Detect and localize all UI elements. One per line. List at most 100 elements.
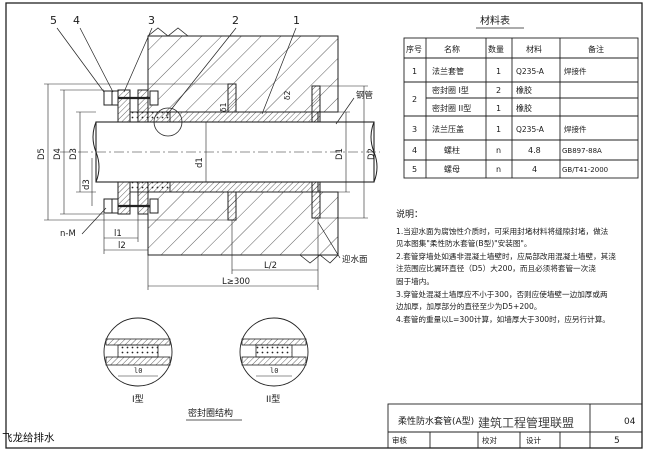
dim-label-delta1: δ1	[219, 102, 228, 112]
leader-5	[56, 27, 105, 93]
detail-type2-dim-label: l0	[270, 367, 278, 375]
td-mat-1: Q235-A	[516, 67, 545, 76]
watermark: 建筑工程管理联盟	[478, 415, 574, 430]
td-qty-2b: 1	[496, 104, 501, 113]
td-note-5: GB/T41-2000	[562, 166, 608, 174]
part-label-4: 4	[73, 14, 80, 27]
detail-circle-marker	[153, 107, 183, 137]
flange-right-top	[311, 85, 321, 123]
dim-label-d3: d3	[82, 179, 92, 190]
leader-2	[165, 27, 237, 117]
detail-type1-sleeve	[105, 338, 171, 346]
detail-type1-seal	[117, 344, 159, 358]
nut-top-2	[111, 90, 119, 106]
dim-label-D4: D4	[53, 148, 63, 160]
th-mat: 材料	[526, 44, 542, 54]
td-no-5: 5	[412, 165, 417, 174]
leader-steel-pipe	[335, 97, 355, 125]
part-label-2: 2	[232, 14, 239, 27]
td-mat-2: 橡胶	[516, 85, 532, 95]
pipe-break-right	[370, 121, 378, 183]
dim-label-L: L≥300	[222, 277, 250, 287]
detail-type1-label: I型	[132, 394, 144, 405]
wing-ring-top	[227, 83, 237, 113]
note-line-8: 4.套管的重量以L=300计算，如墙厚大于300时，应另行计算。	[396, 314, 610, 324]
leader-1	[261, 27, 297, 115]
detail-type1-dim-label: l0	[134, 367, 142, 375]
leader-4	[79, 27, 114, 93]
dim-label-D2: D2	[367, 148, 377, 160]
sheet-border	[5, 2, 643, 449]
seal-ring-details: l0 I型 l0 II型 密封圈结构	[103, 317, 309, 421]
th-no: 序号	[406, 44, 422, 54]
nut-top-1	[103, 90, 113, 106]
td-no-4: 4	[412, 146, 417, 155]
note-line-7: 边加厚，加厚部分的直径至少为D5+200。	[396, 302, 542, 312]
detail-type2-pipe	[241, 356, 307, 366]
leader-3	[123, 27, 153, 93]
td-qty-5: n	[496, 165, 501, 174]
title-block-check: 校对	[482, 435, 497, 445]
title-block-design: 设计	[526, 435, 541, 445]
td-name-4: 螺柱	[444, 145, 460, 155]
td-name-2: 密封圈 I型	[432, 85, 469, 95]
wall-hatch-top	[147, 35, 339, 113]
dim-label-l2: l2	[118, 241, 126, 251]
seal-ring-bottom	[129, 181, 171, 193]
note-line-5: 固于墙内。	[396, 276, 434, 286]
td-name-3: 法兰压盖	[432, 124, 464, 134]
detail-type2-sleeve	[241, 338, 307, 346]
title-block-page: 5	[614, 436, 620, 446]
td-name-2b: 密封圈 II型	[432, 103, 471, 113]
td-mat-5: 4	[532, 165, 537, 174]
dim-label-D1: D1	[335, 148, 345, 160]
title-block-title: 柔性防水套管(A型)	[398, 415, 474, 427]
leader-water-face	[317, 221, 341, 259]
dim-label-D5: D5	[37, 148, 47, 160]
dim-label-D3: D3	[69, 148, 79, 160]
note-line-1: 1.当迎水面为腐蚀性介质时，可采用封堵材料将缝隙封堵，做法	[396, 226, 609, 236]
dim-label-delta2: δ2	[283, 90, 292, 100]
td-note-3: 焊接件	[564, 124, 587, 134]
part-label-1: 1	[293, 14, 300, 27]
note-line-4: 注范围应比翼环直径（D5）大200，而且必须将套管一次浇	[396, 264, 596, 274]
note-line-2: 见本图集"柔性防水套管(B型)"安装图"。	[396, 239, 532, 249]
nut-right-bottom	[149, 198, 159, 214]
wall-hatch-bottom	[147, 191, 339, 256]
part-label-3: 3	[148, 14, 155, 27]
detail-type1-pipe	[105, 356, 171, 366]
notes-title: 说明：	[396, 210, 424, 220]
nut-bottom-1	[103, 198, 113, 214]
nut-right-top	[149, 90, 159, 106]
nut-bottom-2	[111, 198, 119, 214]
note-line-6: 3.穿管处混凝土墙厚应不小于300，否则应使墙壁一边加厚或两	[396, 289, 608, 299]
callout-steel-pipe: 钢管	[356, 90, 373, 101]
section-view: 5 4 3 2 1 钢管 迎水面 n-M D5 D4 D3 d3	[37, 14, 380, 290]
seal-ring-top	[129, 111, 171, 123]
td-no-2: 2	[412, 95, 417, 104]
sleeve-top	[147, 111, 319, 123]
dim-label-d1: d1	[195, 157, 205, 168]
materials-table: 材料表 序号 名称 数量 材料 备注 1 法兰套管 1 Q235-A 焊接件 2…	[403, 14, 639, 179]
td-no-1: 1	[412, 67, 417, 76]
td-qty-3: 1	[496, 125, 501, 134]
wall-break-line	[147, 27, 189, 37]
detail-type2-seal	[255, 344, 293, 358]
detail-caption: 密封圈结构	[188, 407, 233, 419]
footer-brand: 飞龙给排水	[2, 432, 55, 444]
callout-water-face: 迎水面	[342, 254, 368, 265]
title-block-number: 04	[624, 417, 636, 427]
td-note-4: GB897-88A	[562, 147, 602, 155]
notes-block: 说明： 1.当迎水面为腐蚀性介质时，可采用封堵材料将缝隙封堵，做法 见本图集"柔…	[396, 209, 636, 326]
title-block-review: 审核	[392, 435, 407, 445]
td-mat-4: 4.8	[528, 146, 541, 155]
leader-n-m	[81, 207, 107, 235]
wing-ring-bottom	[227, 191, 237, 221]
pipe-break-left	[92, 121, 100, 183]
td-mat-2b: 橡胶	[516, 103, 532, 113]
th-qty: 数量	[488, 44, 504, 54]
td-note-1: 焊接件	[564, 66, 587, 76]
sleeve-bottom	[147, 181, 319, 193]
callout-n-m: n-M	[60, 229, 76, 239]
